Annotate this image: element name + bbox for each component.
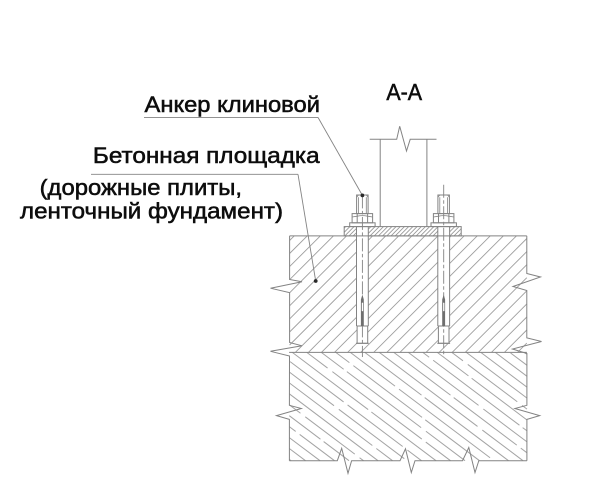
- svg-text:Бетонная площадка: Бетонная площадка: [93, 143, 320, 168]
- svg-text:А-А: А-А: [386, 79, 422, 105]
- svg-text:Анкер клиновой: Анкер клиновой: [145, 92, 321, 117]
- svg-text:ленточный фундамент): ленточный фундамент): [20, 199, 283, 224]
- svg-text:(дорожные плиты,: (дорожные плиты,: [40, 175, 242, 200]
